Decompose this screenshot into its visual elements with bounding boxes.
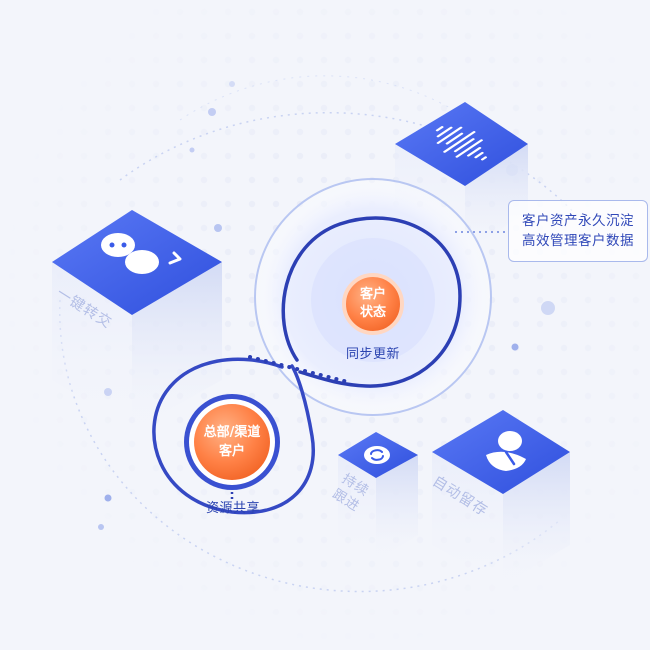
customer-orb-line-1: 总部/渠道 — [203, 425, 261, 440]
customer-orb-line-2: 客户 — [218, 444, 245, 459]
customer-caption: 资源共享 — [205, 501, 260, 516]
transfer-cube — [52, 210, 222, 430]
state-caption: 同步更新 — [345, 347, 400, 362]
state-orb — [342, 273, 404, 335]
chat-transfer-icon — [101, 233, 182, 274]
loop-crossing-dots — [248, 355, 354, 385]
waveform-icon — [435, 126, 487, 161]
state-orb-line-2: 状态 — [359, 305, 386, 320]
hand-cup-icon — [486, 431, 526, 471]
callout-line-2: 高效管理客户数据 — [522, 233, 634, 249]
state-orb-label: 客户 状态 — [344, 282, 402, 326]
orbit-rings — [59, 75, 591, 593]
follow-up-cube — [338, 432, 418, 560]
customer-orb — [194, 404, 270, 480]
callout-line-1: 客户资产永久沉淀 — [522, 213, 634, 229]
customer-orb-label: 总部/渠道 客户 — [194, 418, 270, 466]
refresh-icon — [364, 446, 390, 464]
asset-callout: 客户资产永久沉淀 高效管理客户数据 — [508, 200, 648, 262]
state-orb-line-1: 客户 — [359, 287, 386, 302]
auto-retain-cube — [432, 410, 570, 585]
